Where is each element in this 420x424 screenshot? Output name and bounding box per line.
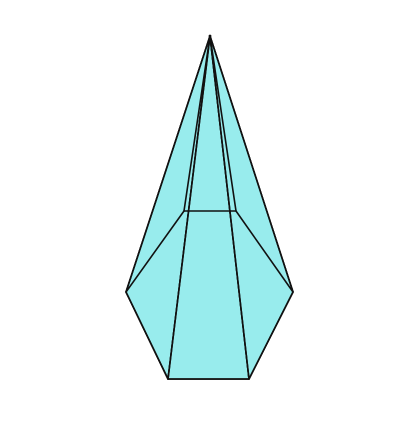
lateral-edge-right (209, 35, 294, 293)
base-edge-back-right (235, 210, 294, 293)
lateral-edge-front-right (209, 35, 250, 380)
lateral-edge-front-left (167, 35, 211, 380)
base-edge-back-left (125, 210, 185, 293)
lateral-edge-back-right (209, 35, 237, 212)
base-edge-front-right (248, 291, 294, 380)
apex-point (208, 34, 212, 38)
base-edge-front-left (125, 291, 169, 380)
lateral-edge-left (125, 35, 211, 293)
